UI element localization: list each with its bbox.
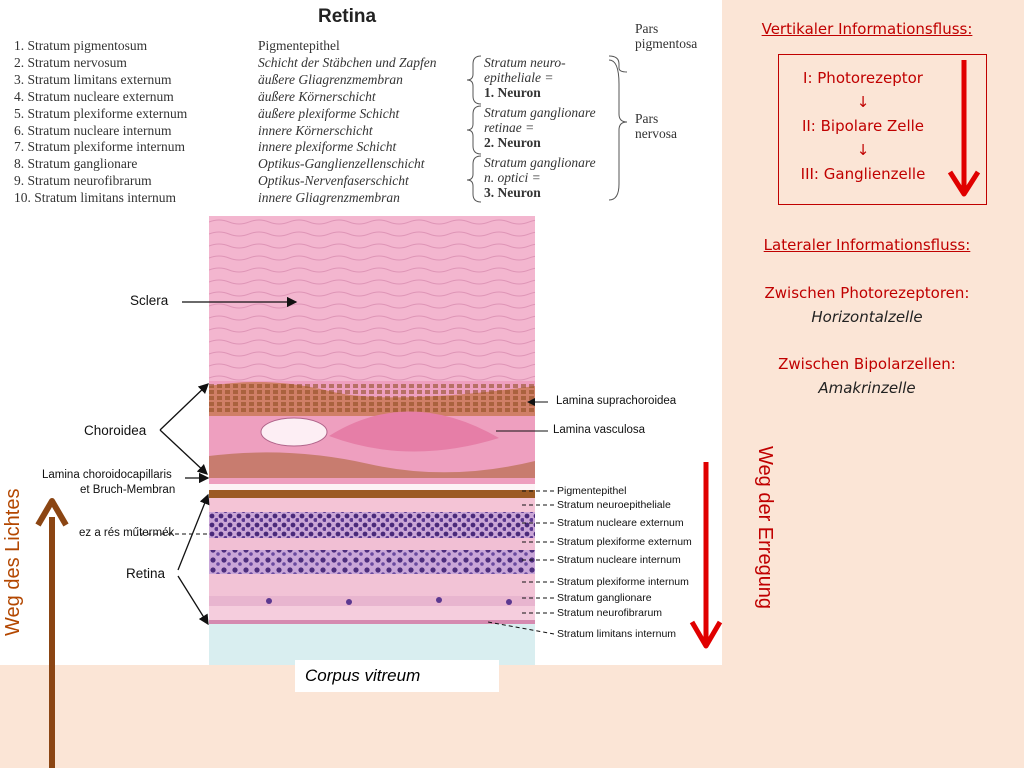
german-item: Optikus-Nervenfaserschicht [258,173,409,189]
retina-histology-image [209,216,535,665]
german-item: innere Körnerschicht [258,122,373,138]
label-stratum-plexiforme-internum: Stratum plexiforme internum [557,576,689,588]
excitation-path-arrow [689,462,723,649]
label-bruch-membran: et Bruch-Membran [80,484,176,496]
german-item: Pigmentepithel [258,38,340,53]
label-retina: Retina [126,566,166,581]
stratum-item: 5. Stratum plexiforme externum [14,105,188,121]
vertical-flow-arrow [947,60,981,197]
label-weg-des-lichtes: Weg des Lichtes [2,488,24,637]
neuron-i: I: Photorezeptor [803,69,923,87]
stratum-item: 8. Stratum ganglionare [14,156,138,172]
lateral-horizontalzelle: Horizontalzelle [811,308,923,326]
neuron-group-1: Stratum neuro-epitheliale =1. Neuron [484,55,566,100]
heading-lateral: Lateraler Informationsfluss: [763,236,971,254]
light-path-arrow [35,498,69,768]
label-watermark: ez a rés műtermék [79,527,175,539]
stratum-item: 2. Stratum nervosum [14,54,127,70]
german-list: Pigmentepithel Schicht der Stäbchen und … [258,38,436,207]
label-weg-der-erregung: Weg der Erregung [754,446,776,610]
stratum-item: 6. Stratum nucleare internum [14,122,172,138]
label-stratum-neuroepitheliale: Stratum neuroepitheliale [557,499,671,511]
stratum-item: 4. Stratum nucleare externum [14,88,174,104]
pars-braces [608,55,628,201]
stratum-item: 1. Stratum pigmentosum [14,38,148,53]
label-choroidea: Choroidea [84,423,147,438]
german-item: Schicht der Stäbchen und Zapfen [258,54,437,70]
stratum-item: 7. Stratum plexiforme internum [14,139,185,155]
stratum-item: 9. Stratum neurofibrarum [14,173,152,189]
strata-list: 1. Stratum pigmentosum 2. Stratum nervos… [14,38,187,207]
label-lamina-vasculosa: Lamina vasculosa [553,424,646,436]
lateral-photorezeptoren: Zwischen Photorezeptoren: [764,284,970,302]
label-pigmentepithel: Pigmentepithel [557,485,627,497]
german-item: innere plexiforme Schicht [258,139,397,155]
german-item: äußere plexiforme Schicht [258,105,400,121]
down-arrow-icon: ↓ [856,141,870,159]
label-lamina-suprachoroidea: Lamina suprachoroidea [556,395,677,407]
neuron-braces [466,55,482,203]
vertical-flow-box [778,54,987,205]
heading-vertikal: Vertikaler Informationsfluss: [761,20,973,38]
label-corpus-vitreum: Corpus vitreum [295,660,499,692]
label-stratum-nucleare-internum: Stratum nucleare internum [557,554,681,566]
vertical-flow-list: I: Photorezeptor ↓ II: Bipolare Zelle ↓ … [778,66,948,186]
label-stratum-plexiforme-externum: Stratum plexiforme externum [557,536,692,548]
figure-title: Retina [318,6,377,27]
stratum-item: 3. Stratum limitans externum [14,71,172,87]
label-stratum-nucleare-externum: Stratum nucleare externum [557,517,684,529]
label-stratum-neurofibrarum: Stratum neurofibrarum [557,607,663,619]
german-item: innere Gliagrenzmembran [258,190,400,206]
label-stratum-limitans-internum: Stratum limitans internum [557,628,677,640]
lateral-amakrinzelle: Amakrinzelle [818,379,916,397]
stratum-item: 10. Stratum limitans internum [14,190,176,206]
pointer-lines [140,296,555,635]
german-item: äußere Körnerschicht [258,88,376,104]
german-item: Optikus-Ganglienzellenschicht [258,156,425,172]
neuron-iii: III: Ganglienzelle [800,165,926,183]
neuron-ii: II: Bipolare Zelle [801,117,925,135]
label-sclera: Sclera [130,293,169,308]
label-lamina-choroidocapillaris: Lamina choroidocapillaris [42,469,172,481]
lateral-bipolarzellen: Zwischen Bipolarzellen: [778,355,956,373]
label-stratum-ganglionare: Stratum ganglionare [557,592,652,604]
down-arrow-icon: ↓ [856,93,870,111]
german-item: äußere Gliagrenzmembran [258,71,403,87]
